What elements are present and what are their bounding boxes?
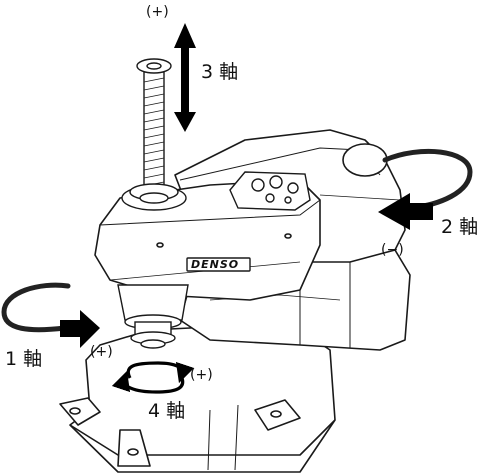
axis2-arrow xyxy=(378,193,433,230)
ball-screw-shaft xyxy=(121,58,187,211)
axis3-double-arrow xyxy=(174,23,196,132)
axis2-rotation-band xyxy=(382,148,473,211)
axis2-label: 2 軸 xyxy=(441,216,479,238)
axis1-arrow xyxy=(60,310,100,348)
robot-spindle xyxy=(117,284,189,349)
axis4-plus-label: (+) xyxy=(190,367,213,383)
axis4-rotation-arrow xyxy=(111,361,195,394)
axis3-label: 3 軸 xyxy=(201,61,239,83)
axis1-plus-label: (+) xyxy=(90,344,113,360)
axis1-rotation-band xyxy=(1,282,71,333)
axis3-plus-label: (+) xyxy=(146,4,169,20)
robot-base xyxy=(59,324,336,473)
axis2-minus-label: (−) xyxy=(381,242,404,258)
connector-panel xyxy=(229,171,311,211)
axis4-label: 4 軸 xyxy=(148,400,186,422)
axis1-label: 1 軸 xyxy=(5,348,43,370)
brand-logo: DENSO xyxy=(191,258,240,271)
